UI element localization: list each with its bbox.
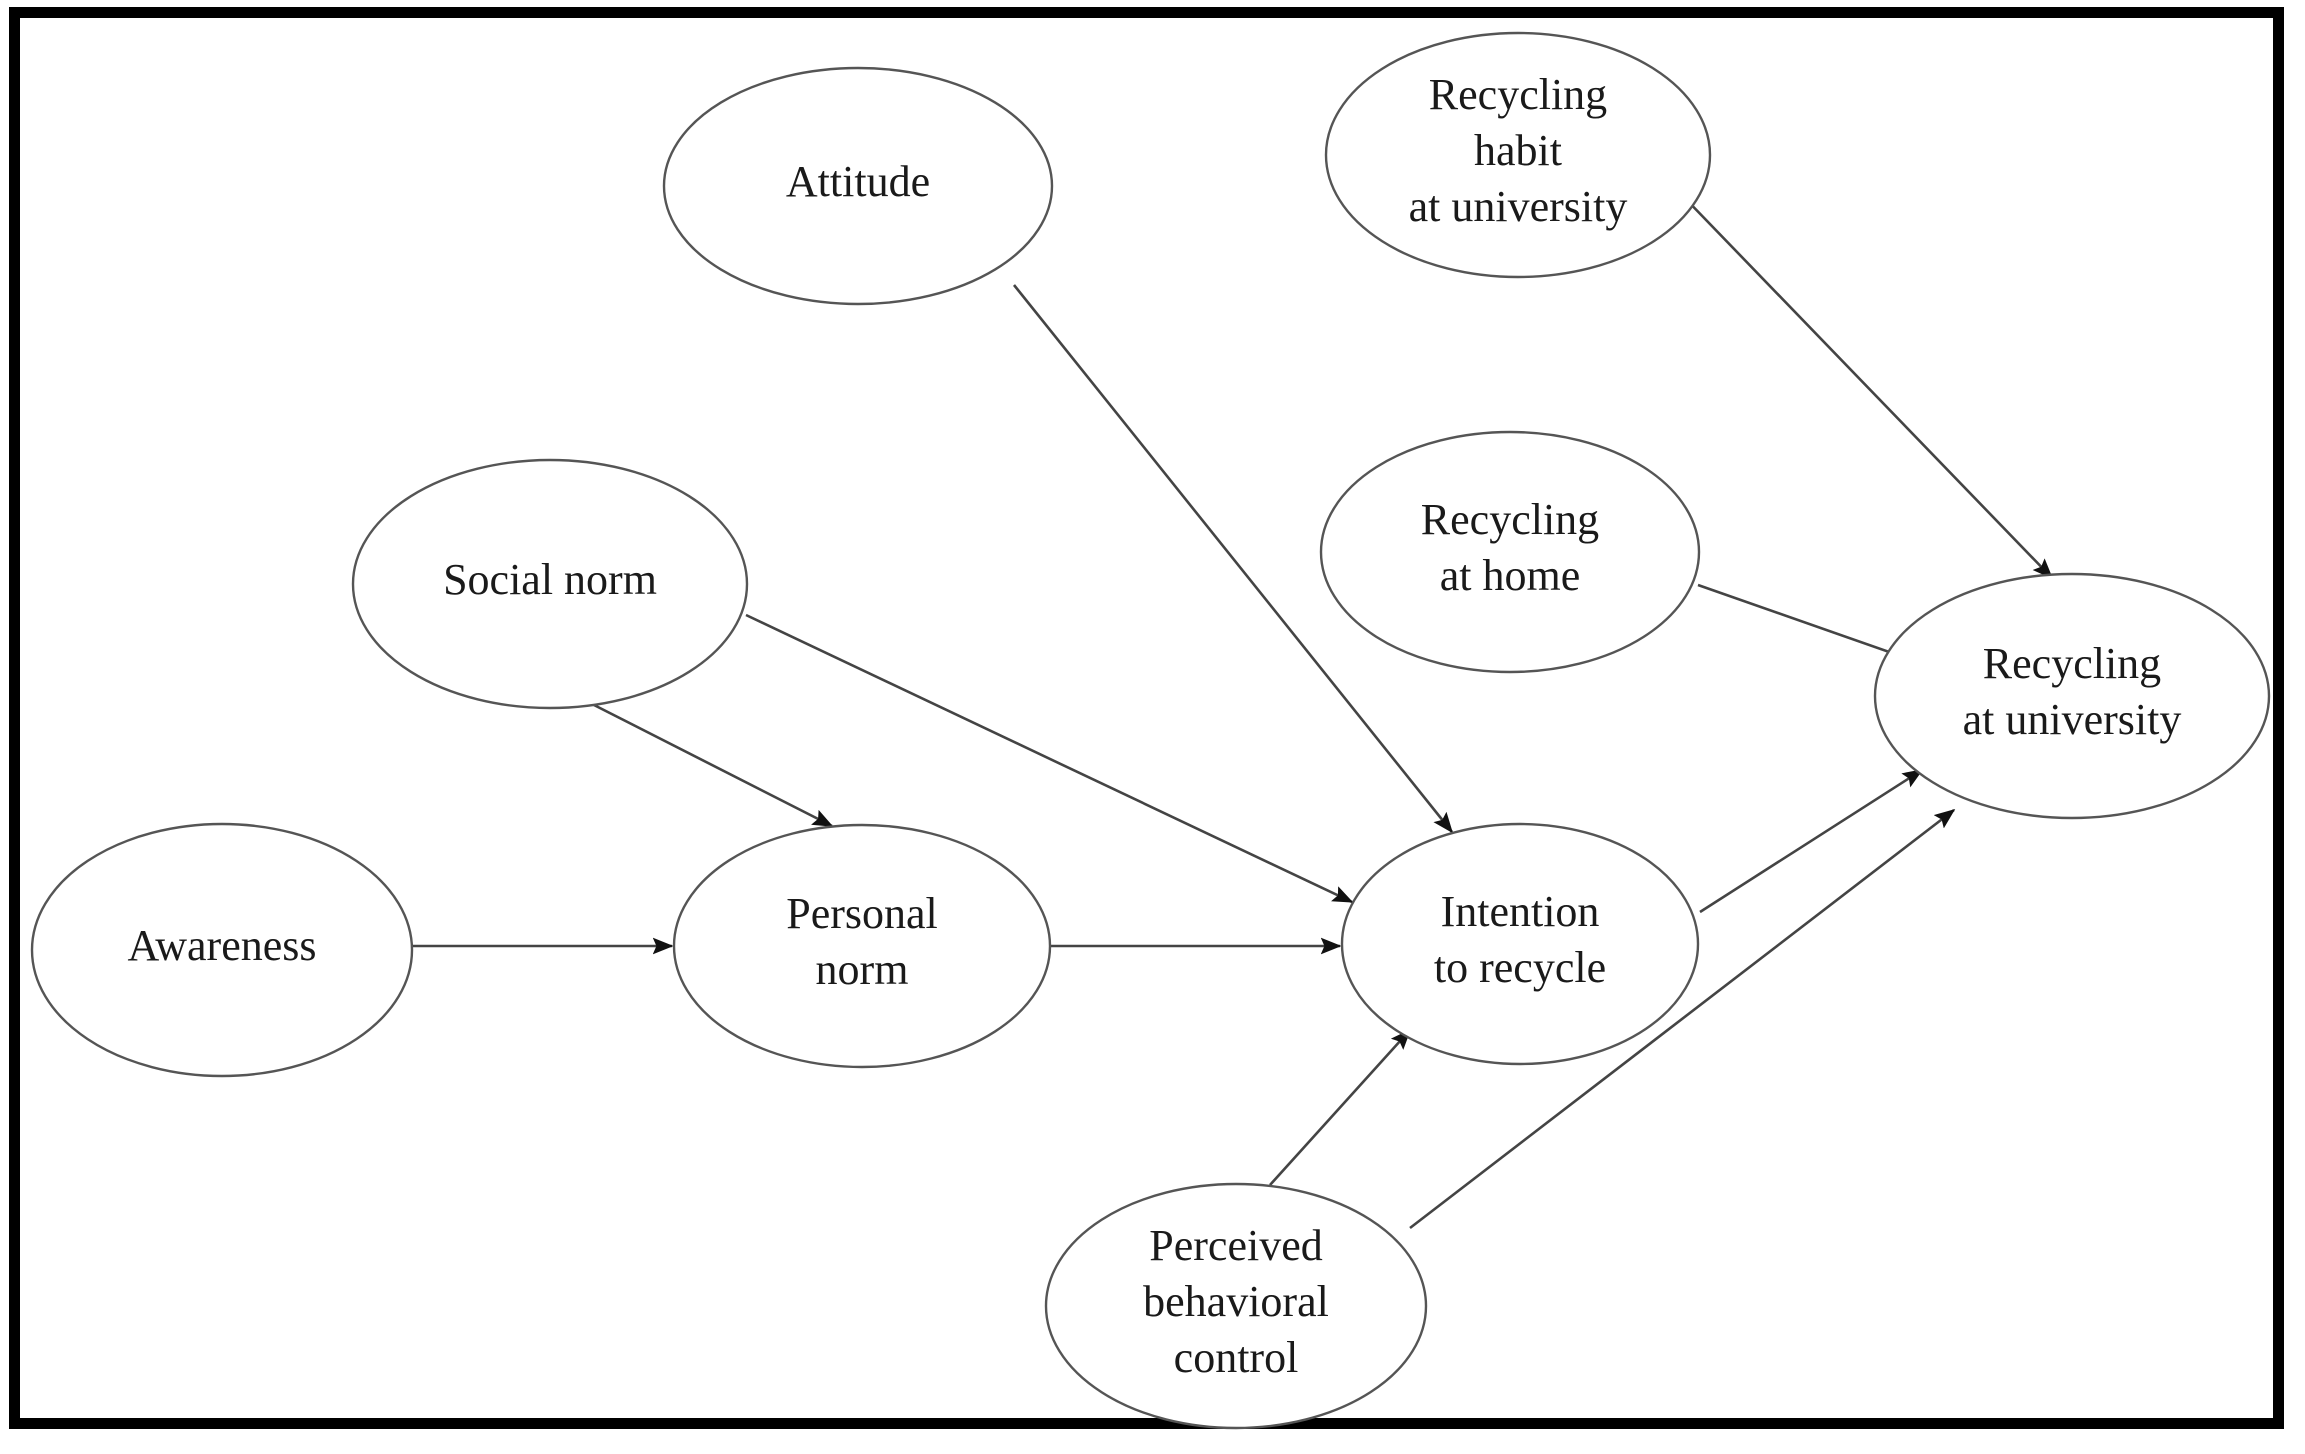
node-ellipse-social-norm [351,458,749,710]
node-recycling-at-home[interactable]: Recycling at home [1319,430,1701,674]
node-recycling-at-university[interactable]: Recycling at university [1873,572,2271,820]
edge-social-norm-to-personal-norm [593,703,834,828]
edge-social-norm-to-intention [745,613,1354,904]
node-social-norm[interactable]: Social norm [351,458,749,710]
node-label-social-norm: Social norm [443,555,657,604]
node-label-line: Perceived [1149,1221,1322,1270]
node-ellipse-perceived-behavioral-control [1044,1182,1428,1430]
node-awareness[interactable]: Awareness [30,822,414,1078]
node-label-recycling-at-home: Recycling at home [1421,495,1599,600]
node-attitude[interactable]: Attitude [662,66,1054,306]
node-ellipse-intention-to-recycle [1340,822,1700,1066]
node-label-line: control [1174,1333,1299,1382]
node-label-line: Social norm [443,555,657,604]
node-label-line: Personal [786,889,938,938]
node-ellipse-recycling-habit-at-university [1324,31,1712,279]
node-ellipse-recycling-at-home [1319,430,1701,674]
node-label-line: norm [816,945,909,994]
node-label-perceived-behavioral-control: Perceived behavioral control [1143,1221,1329,1382]
edge-habit-to-recycling-university [1679,192,2054,580]
node-label-attitude: Attitude [786,157,930,206]
node-label-line: Recycling [1429,70,1607,119]
node-intention-to-recycle[interactable]: Intention to recycle [1340,822,1700,1066]
node-label-line: to recycle [1434,943,1606,992]
node-recycling-habit-at-university[interactable]: Recycling habit at university [1324,31,1712,279]
node-label-line: at university [1963,695,2182,744]
edges-layer [412,192,2054,1230]
node-label-line: Attitude [786,157,930,206]
node-ellipse-recycling-at-university [1873,572,2271,820]
node-label-line: Intention [1441,887,1600,936]
node-label-line: at university [1409,182,1628,231]
node-personal-norm[interactable]: Personal norm [672,823,1052,1069]
node-label-recycling-habit-at-university: Recycling habit at university [1409,70,1628,231]
node-label-intention-to-recycle: Intention to recycle [1434,887,1606,992]
node-label-line: Recycling [1421,495,1599,544]
node-label-personal-norm: Personal norm [786,889,938,994]
node-label-awareness: Awareness [128,921,317,970]
edge-pbc-to-intention [1269,1028,1412,1186]
node-label-line: Awareness [128,921,317,970]
node-ellipse-awareness [30,822,414,1078]
node-ellipse-personal-norm [672,823,1052,1069]
node-label-recycling-at-university: Recycling at university [1963,639,2182,744]
node-perceived-behavioral-control[interactable]: Perceived behavioral control [1044,1182,1428,1430]
edge-attitude-to-intention [1012,284,1454,834]
edge-pbc-to-recycling-university [1409,808,1956,1230]
node-ellipse-attitude [662,66,1054,306]
edge-intention-to-recycling-university [1699,768,1924,914]
edge-recycling-home-to-recycling-university [1697,583,1914,662]
node-label-line: Recycling [1983,639,2161,688]
node-label-line: habit [1474,126,1562,175]
node-label-line: at home [1440,551,1581,600]
node-label-line: behavioral [1143,1277,1329,1326]
